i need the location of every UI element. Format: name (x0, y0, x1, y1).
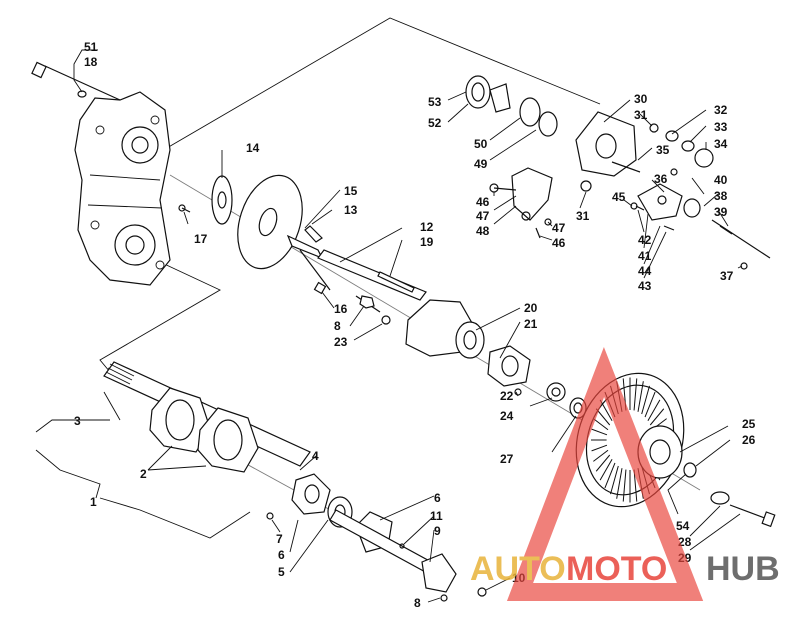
label-49: 49 (474, 157, 488, 171)
label-15: 15 (344, 184, 358, 198)
label-18: 18 (84, 55, 98, 69)
label-14: 14 (246, 141, 260, 155)
label-9: 9 (434, 524, 441, 538)
label-5: 5 (278, 565, 285, 579)
label-21: 21 (524, 317, 538, 331)
label-47a: 47 (476, 209, 490, 223)
label-31a: 31 (634, 108, 648, 122)
upper-sprocket-and-brake-disc (211, 174, 331, 295)
label-44: 44 (638, 264, 652, 278)
clutch-fin (610, 465, 619, 495)
clutch-fin (593, 418, 609, 431)
label-8a: 8 (334, 319, 341, 333)
label-46b: 46 (552, 236, 566, 250)
clutch-fin (637, 381, 644, 412)
label-23: 23 (334, 335, 348, 349)
label-30: 30 (634, 92, 648, 106)
label-8b: 8 (414, 596, 421, 610)
label-4: 4 (312, 449, 319, 463)
gear-case-housing (31, 61, 191, 286)
countershaft (317, 249, 427, 325)
label-36: 36 (654, 172, 668, 186)
label-13: 13 (344, 203, 358, 217)
label-38: 38 (714, 189, 728, 203)
label-45: 45 (612, 190, 626, 204)
clutch-fin (641, 385, 650, 415)
clutch-fin (604, 462, 616, 489)
label-1: 1 (90, 495, 97, 509)
clutch-fin (633, 378, 638, 411)
watermark-text-3: HUB (706, 550, 780, 588)
leader-lines (35, 49, 743, 603)
label-27: 27 (500, 452, 514, 466)
label-33: 33 (714, 120, 728, 134)
label-51: 51 (84, 40, 98, 54)
label-25: 25 (742, 417, 756, 431)
label-6a: 6 (278, 548, 285, 562)
label-19: 19 (420, 235, 434, 249)
label-22: 22 (500, 389, 514, 403)
clutch-fin (591, 444, 608, 452)
label-47b: 47 (552, 221, 566, 235)
bearing-housing (405, 299, 587, 419)
clutch-fin (591, 428, 608, 436)
watermark-text-1: AUTO (470, 550, 566, 588)
label-11: 11 (430, 509, 443, 523)
drive-shaft-assembly (103, 361, 487, 602)
shifter-assembly (465, 75, 771, 270)
label-7: 7 (276, 532, 283, 546)
label-32: 32 (714, 103, 728, 117)
part-labels: 51 18 14 15 13 17 12 19 16 8 23 20 21 22… (74, 40, 756, 610)
label-26: 26 (742, 433, 756, 447)
label-12: 12 (420, 220, 434, 234)
clutch-fin (647, 399, 661, 421)
clutch-fin (649, 408, 665, 426)
clutch-fin (599, 399, 613, 421)
label-40: 40 (714, 173, 728, 187)
label-31b: 31 (576, 209, 590, 223)
label-3: 3 (74, 414, 81, 428)
label-46a: 46 (476, 195, 490, 209)
label-16: 16 (334, 302, 348, 316)
label-34: 34 (714, 137, 728, 151)
label-50: 50 (474, 137, 488, 151)
label-35: 35 (656, 143, 670, 157)
clutch-fin (633, 469, 638, 502)
label-20: 20 (524, 301, 538, 315)
label-17: 17 (194, 232, 208, 246)
clutch-fin (593, 449, 609, 462)
label-41: 41 (638, 249, 652, 263)
clutch-fin (616, 468, 623, 499)
label-2: 2 (140, 467, 147, 481)
watermark-text-2: MOTO (566, 550, 667, 588)
label-43: 43 (638, 279, 652, 293)
clutch-fin (599, 459, 613, 481)
clutch-fin (644, 391, 656, 418)
label-54: 54 (676, 519, 690, 533)
label-48: 48 (476, 224, 490, 238)
label-42: 42 (638, 233, 652, 247)
label-39: 39 (714, 205, 728, 219)
label-52: 52 (428, 116, 442, 130)
clutch-fin (622, 469, 627, 502)
label-37: 37 (720, 269, 734, 283)
label-24: 24 (500, 409, 514, 423)
watermark-logo: AUTO MOTO HUB (470, 347, 780, 601)
clutch-fin (595, 454, 611, 472)
label-53: 53 (428, 95, 442, 109)
label-6b: 6 (434, 491, 441, 505)
